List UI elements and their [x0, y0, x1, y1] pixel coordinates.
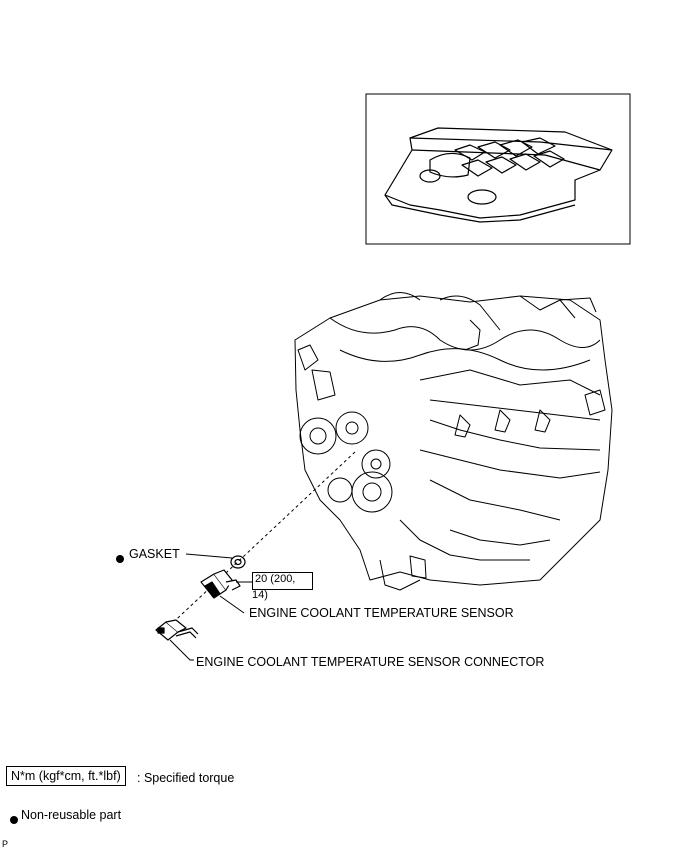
sensor-leader [219, 595, 245, 614]
gasket-label: GASKET [129, 547, 180, 561]
connector-leader [169, 639, 194, 661]
legend-torque-unit-box: N*m (kgf*cm, ft.*lbf) [6, 766, 126, 786]
install-axis-line [164, 451, 356, 631]
torque-value-box: 20 (200, [252, 572, 313, 590]
engine-cover-illustration [384, 127, 613, 223]
inset-frame [365, 93, 631, 245]
legend-nonreusable-dot [10, 816, 18, 824]
sensor-illustration [200, 569, 241, 599]
footer-code: P [2, 839, 9, 849]
legend-torque-desc: : Specified torque [137, 771, 235, 785]
connector-illustration [155, 619, 199, 641]
connector-label: ENGINE COOLANT TEMPERATURE SENSOR CONNEC… [196, 655, 545, 669]
nonreusable-marker-gasket [116, 555, 124, 563]
gasket-illustration [230, 555, 246, 569]
torque-value-line1: 20 (200, [255, 573, 296, 585]
legend-nonreusable-desc: Non-reusable part [21, 808, 122, 822]
engine-illustration [294, 292, 613, 591]
sensor-label: ENGINE COOLANT TEMPERATURE SENSOR [249, 606, 514, 620]
torque-value-line2: 14) [252, 589, 268, 601]
gasket-leader [185, 553, 233, 559]
